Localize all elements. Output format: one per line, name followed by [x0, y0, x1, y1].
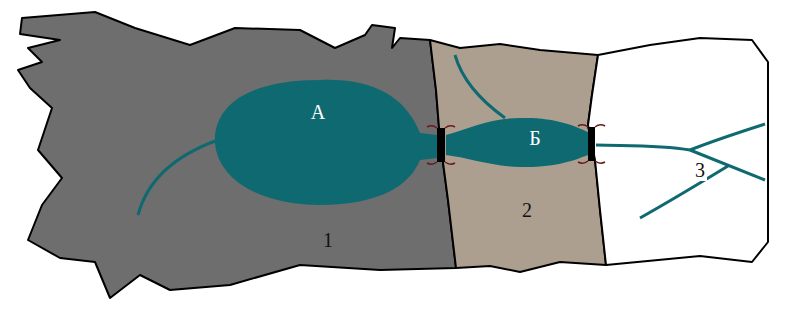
cell-region: 2Б [428, 38, 610, 276]
cell-body-outline [440, 50, 595, 170]
region-label: 3 [693, 159, 707, 181]
cell-detail [455, 55, 505, 118]
cell-region-outline [586, 34, 772, 270]
cell-body: А [130, 75, 445, 220]
cell-region: 3 [586, 34, 772, 270]
region-label: 1 [323, 229, 333, 251]
cell-detail [578, 124, 765, 218]
cell-region: 1А [8, 6, 463, 302]
region-label: Б [529, 127, 540, 149]
cell-detail [138, 140, 218, 215]
region-label: 2 [522, 199, 532, 221]
cell-body: Б [440, 50, 595, 170]
cell-body-outline [130, 75, 445, 220]
region-label: А [311, 101, 325, 123]
